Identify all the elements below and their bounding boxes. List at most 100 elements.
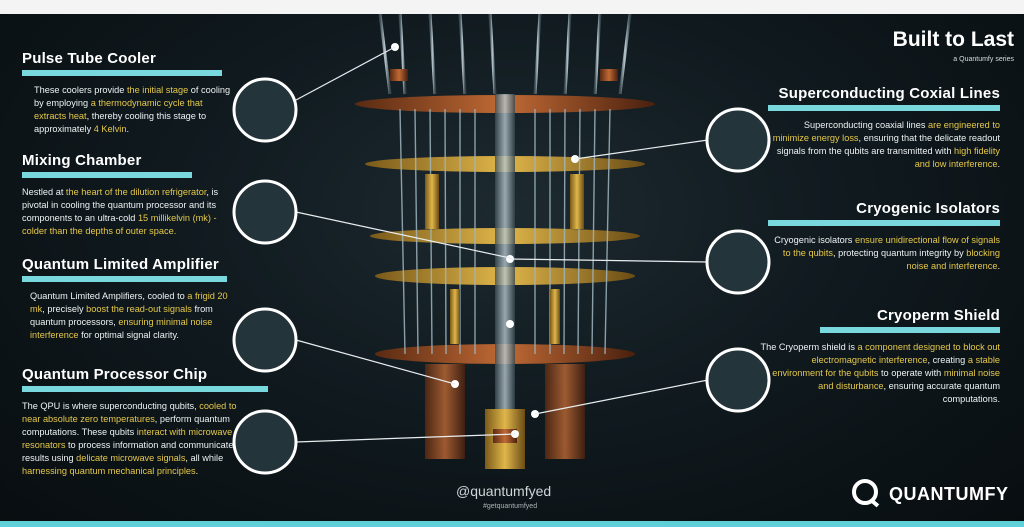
section-title: Quantum Processor Chip bbox=[22, 366, 208, 383]
body-text: , is pivotal in cooling the quantum proc… bbox=[22, 187, 219, 223]
section-body: The Cryoperm shield is a component desig… bbox=[760, 341, 1000, 406]
highlighted-text: are engineered to minimize energy loss bbox=[772, 120, 1000, 143]
section-title: Cryogenic Isolators bbox=[856, 200, 1000, 217]
section-underline bbox=[768, 105, 1000, 111]
coaxial-lines bbox=[399, 108, 611, 355]
dilution-refrigerator-illustration bbox=[355, 14, 655, 469]
section-underline bbox=[22, 172, 192, 178]
section-title: Pulse Tube Cooler bbox=[22, 50, 156, 67]
qpu-section: Quantum Processor Chip The QPU is where … bbox=[22, 366, 272, 478]
hashtag: #getquantumfyed bbox=[483, 503, 538, 510]
body-text: , perform quantum computations. These qu… bbox=[22, 414, 230, 437]
section-body: Quantum Limited Amplifiers, cooled to a … bbox=[22, 290, 230, 342]
body-text: to operate with bbox=[878, 368, 944, 378]
highlighted-text: interact with microwave resonators bbox=[22, 427, 233, 450]
highlighted-text: harnessing quantum mechanical principles bbox=[22, 466, 196, 476]
highlighted-text: ensuring minimal noise interference bbox=[30, 317, 213, 340]
amplifier-section: Quantum Limited Amplifier Quantum Limite… bbox=[22, 256, 232, 342]
highlighted-text: cooled to near absolute zero temperature… bbox=[22, 401, 237, 424]
coax-section: Superconducting Coxial Lines Superconduc… bbox=[768, 85, 1000, 171]
body-text: , all while bbox=[185, 453, 224, 463]
quantumfy-logo: QUANTUMFY bbox=[852, 479, 1022, 513]
highlighted-text: a stable environment for the qubits bbox=[772, 355, 1000, 378]
highlighted-text: the initial stage bbox=[126, 85, 189, 95]
section-underline bbox=[22, 70, 222, 76]
body-text: The QPU is where superconducting qubits, bbox=[22, 401, 200, 411]
section-title: Cryoperm Shield bbox=[876, 307, 1000, 324]
body-text: of cooling by employing bbox=[34, 85, 231, 108]
top-border bbox=[0, 0, 1024, 14]
body-text: from quantum processors, bbox=[30, 304, 213, 327]
body-text: The Cryoperm shield is bbox=[760, 342, 858, 352]
body-text: Quantum Limited Amplifiers, cooled to bbox=[30, 291, 188, 301]
highlighted-text: high fidelity and low interference bbox=[914, 146, 1000, 169]
isolator-detail-circle bbox=[705, 229, 771, 295]
body-text: . bbox=[195, 466, 199, 476]
mixing-chamber-section: Mixing Chamber Nestled at the heart of t… bbox=[22, 152, 232, 238]
pulse-tube-section: Pulse Tube Cooler These coolers provide … bbox=[22, 50, 230, 136]
section-body: The QPU is where superconducting qubits,… bbox=[22, 400, 257, 478]
body-text: , ensuring accurate quantum computations… bbox=[883, 381, 1000, 404]
section-underline bbox=[768, 220, 1000, 226]
highlighted-text: a thermodynamic cycle that extracts heat bbox=[34, 98, 203, 121]
body-text: Superconducting coaxial lines bbox=[803, 120, 928, 130]
highlighted-text: 4 Kelvin bbox=[93, 124, 127, 134]
highlighted-text: delicate microwave signals bbox=[76, 453, 186, 463]
highlighted-text: 15 millikelvin (mk) - colder than the de… bbox=[22, 213, 217, 236]
detail-circles bbox=[232, 77, 771, 475]
section-body: These coolers provide the initial stage … bbox=[22, 84, 234, 136]
body-text: , precisely bbox=[42, 304, 87, 314]
body-text: Nestled at bbox=[22, 187, 66, 197]
body-text: , creating bbox=[927, 355, 968, 365]
highlighted-text: the heart of the dilution refrigerator bbox=[65, 187, 207, 197]
section-body: Cryogenic isolators ensure unidirectiona… bbox=[768, 234, 1000, 273]
section-underline bbox=[820, 327, 1000, 333]
body-text: . bbox=[126, 124, 129, 134]
highlighted-text: a component designed to block out electr… bbox=[811, 342, 1000, 365]
section-body: Superconducting coaxial lines are engine… bbox=[768, 119, 1000, 171]
page-title: Built to Last bbox=[892, 28, 1014, 51]
coax-detail-circle bbox=[705, 107, 771, 173]
pulse-tube-detail-circle bbox=[232, 77, 298, 143]
body-text: for optimal signal clarity. bbox=[78, 330, 179, 340]
logo-text: QUANTUMFY bbox=[889, 484, 1009, 504]
section-underline bbox=[22, 276, 227, 282]
mixing-chamber-detail-circle bbox=[232, 179, 298, 245]
section-title: Quantum Limited Amplifier bbox=[22, 256, 219, 273]
copper-block bbox=[390, 69, 408, 81]
amplifier-detail-circle bbox=[232, 307, 298, 373]
section-title: Mixing Chamber bbox=[22, 152, 142, 169]
highlighted-text: blocking noise and interference bbox=[906, 248, 1000, 271]
body-text: Cryogenic isolators bbox=[774, 235, 855, 245]
q-logo-icon bbox=[852, 479, 878, 505]
qpu-detail-circle bbox=[232, 409, 298, 475]
body-text: . bbox=[997, 159, 1000, 169]
body-text: , protecting quantum integrity by bbox=[832, 248, 967, 258]
body-text: . bbox=[997, 261, 1000, 271]
isolators-section: Cryogenic Isolators Cryogenic isolators … bbox=[768, 200, 1000, 273]
section-body: Nestled at the heart of the dilution ref… bbox=[22, 186, 230, 238]
section-underline bbox=[22, 386, 268, 392]
gold-components bbox=[425, 174, 584, 344]
top-tubes bbox=[378, 14, 632, 95]
social-handle: @quantumfyed bbox=[456, 483, 552, 499]
cryoperm-section: Cryoperm Shield The Cryoperm shield is a… bbox=[760, 307, 1000, 406]
qpu-chip bbox=[493, 429, 517, 443]
cryoperm-detail-circle bbox=[705, 347, 771, 413]
body-text: , thereby cooling this stage to approxim… bbox=[34, 111, 207, 134]
highlighted-text: ensure unidirectional flow of signals to… bbox=[782, 235, 1000, 258]
bottom-assemblies bbox=[425, 364, 585, 469]
central-column bbox=[495, 94, 515, 424]
body-text: to process information and communicate r… bbox=[22, 440, 234, 463]
page-subtitle: a Quantumfy series bbox=[953, 56, 1014, 63]
body-text: These coolers provide bbox=[34, 85, 127, 95]
section-title: Superconducting Coxial Lines bbox=[778, 85, 1000, 102]
copper-block bbox=[600, 69, 618, 81]
highlighted-text: minimal noise and disturbance bbox=[818, 368, 1000, 391]
bottom-border bbox=[0, 521, 1024, 527]
body-text: , ensuring that the delicate readout sig… bbox=[776, 133, 1000, 156]
highlighted-text: a frigid 20 mk bbox=[30, 291, 228, 314]
highlighted-text: boost the read-out signals bbox=[86, 304, 192, 314]
